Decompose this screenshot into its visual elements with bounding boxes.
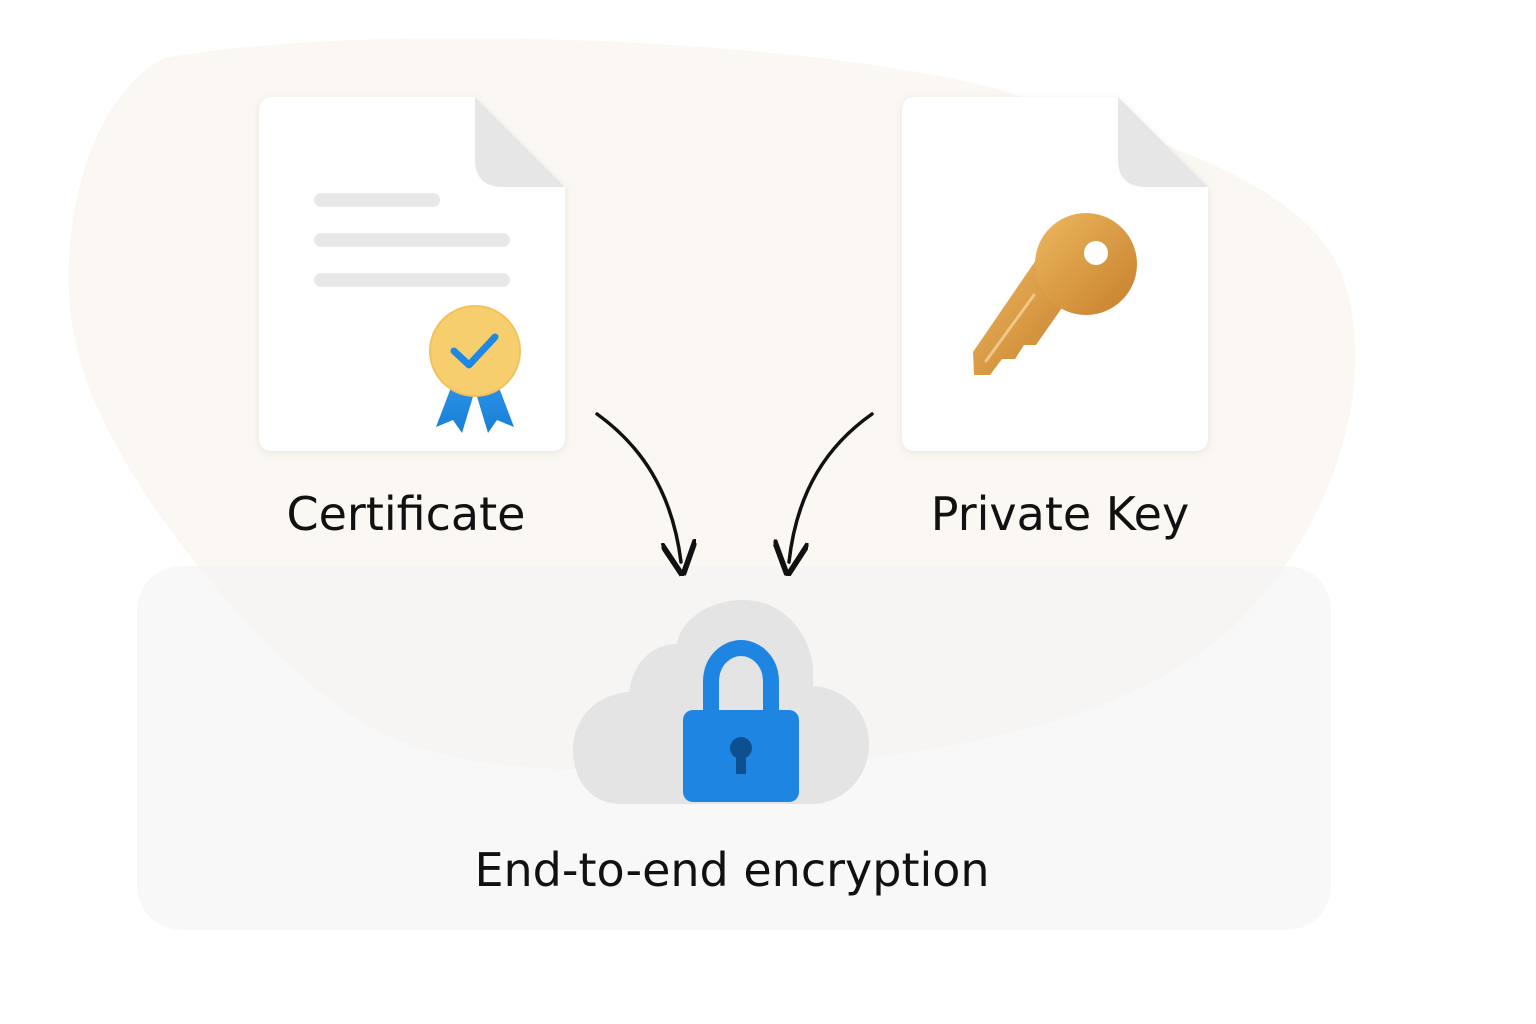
cloud-lock-icon bbox=[573, 600, 869, 804]
encryption-label: End-to-end encryption bbox=[474, 843, 990, 897]
key-icon bbox=[973, 213, 1137, 375]
private-key-document-icon bbox=[902, 97, 1208, 451]
certificate-document bbox=[259, 97, 565, 451]
certificate-label: Certificate bbox=[286, 487, 526, 541]
cloud-lock bbox=[571, 600, 871, 806]
certificate-document-icon bbox=[259, 97, 565, 451]
private-key-label: Private Key bbox=[930, 487, 1190, 541]
certificate-badge-icon bbox=[429, 305, 521, 433]
private-key-document bbox=[902, 97, 1208, 451]
